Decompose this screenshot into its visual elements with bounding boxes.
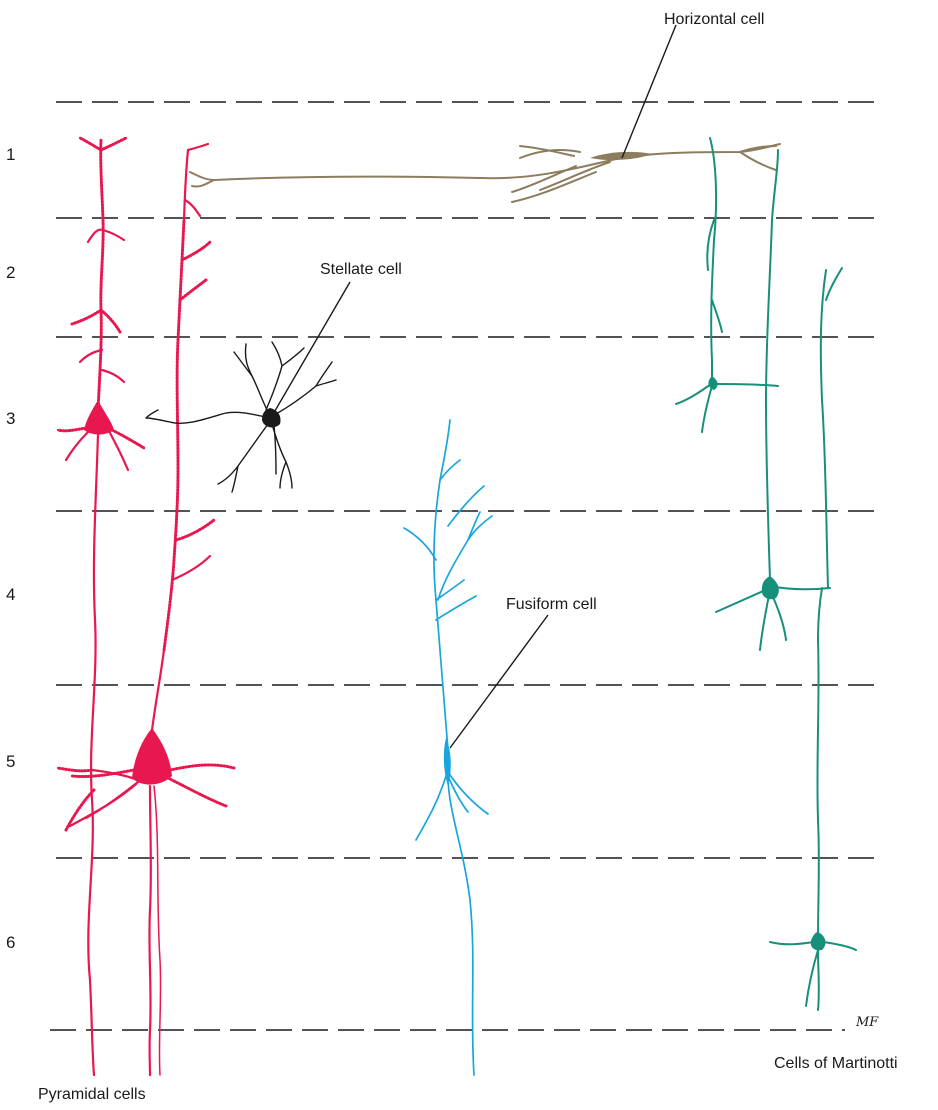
martinotti-neuron-icon (676, 138, 856, 1010)
pyramidal-neuron-icon (58, 138, 234, 1075)
layer-numbers: 1 2 3 4 5 6 (6, 145, 15, 952)
fusiform-cell-label: Fusiform cell (506, 596, 597, 613)
pyramidal-cells-label: Pyramidal cells (38, 1086, 146, 1103)
layer-number-6: 6 (6, 933, 15, 952)
horizontal-cell-leader (622, 25, 676, 158)
layer-number-2: 2 (6, 263, 15, 282)
stellate-cell-leader (272, 282, 350, 416)
leader-lines (272, 25, 676, 748)
layer-number-5: 5 (6, 752, 15, 771)
layer-number-4: 4 (6, 585, 15, 604)
horizontal-neuron-icon (190, 144, 780, 202)
layer-number-3: 3 (6, 409, 15, 428)
stellate-cell-label: Stellate cell (320, 261, 402, 278)
artist-signature: MF (855, 1015, 879, 1030)
horizontal-cell-label: Horizontal cell (664, 11, 764, 28)
fusiform-neuron-icon (404, 420, 492, 1075)
stellate-neuron-icon (146, 342, 336, 492)
cells-of-martinotti-label: Cells of Martinotti (774, 1055, 898, 1072)
fusiform-cell-leader (450, 615, 548, 748)
layer-number-1: 1 (6, 145, 15, 164)
